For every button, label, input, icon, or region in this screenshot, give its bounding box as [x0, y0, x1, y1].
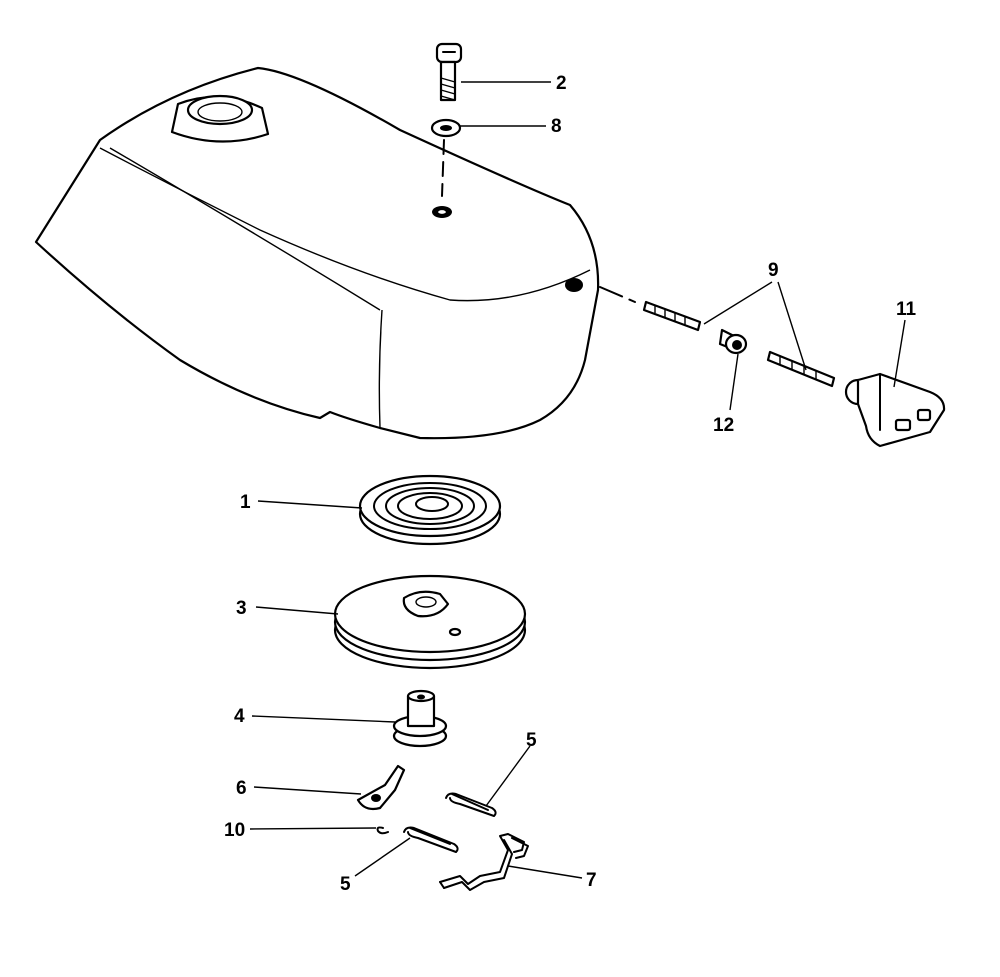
callout-3: 3 [236, 598, 247, 619]
screw-part-2 [435, 42, 463, 102]
bushing-part-12 [718, 328, 748, 355]
leader-lines [249, 81, 906, 879]
pawl-part-6 [356, 764, 406, 811]
screw-centerline [441, 139, 445, 197]
callout-12: 12 [713, 415, 734, 436]
callout-9: 9 [768, 260, 779, 281]
rewind-spring-part-1 [358, 474, 502, 546]
starter-handle-part-11 [844, 372, 946, 448]
pawl-spring-part-5-lower [403, 826, 459, 853]
lock-washer-part-8 [430, 118, 462, 138]
engine-cover [34, 66, 600, 440]
retainer-ring-part-10 [376, 826, 389, 835]
callout-6: 6 [236, 778, 247, 799]
callout-labels: 2 8 9 11 12 1 3 4 5 6 10 5 7 [224, 73, 917, 895]
callout-7: 7 [586, 870, 597, 891]
pin-part-9 [599, 286, 836, 388]
callout-11: 11 [896, 299, 917, 320]
callout-4: 4 [234, 706, 245, 727]
callout-5-lower: 5 [340, 874, 351, 895]
pawl-spring-part-5-upper [445, 792, 497, 817]
rope-guide-hole [565, 278, 583, 292]
callout-2: 2 [556, 73, 567, 94]
wire-link-part-7 [439, 833, 529, 891]
hub-part-4 [392, 689, 448, 748]
callout-10: 10 [224, 820, 245, 841]
callout-1: 1 [240, 492, 251, 513]
callout-5-upper: 5 [526, 730, 537, 751]
callout-8: 8 [551, 116, 562, 137]
rope-pulley-part-3 [333, 574, 527, 670]
filler-cap [170, 94, 270, 143]
